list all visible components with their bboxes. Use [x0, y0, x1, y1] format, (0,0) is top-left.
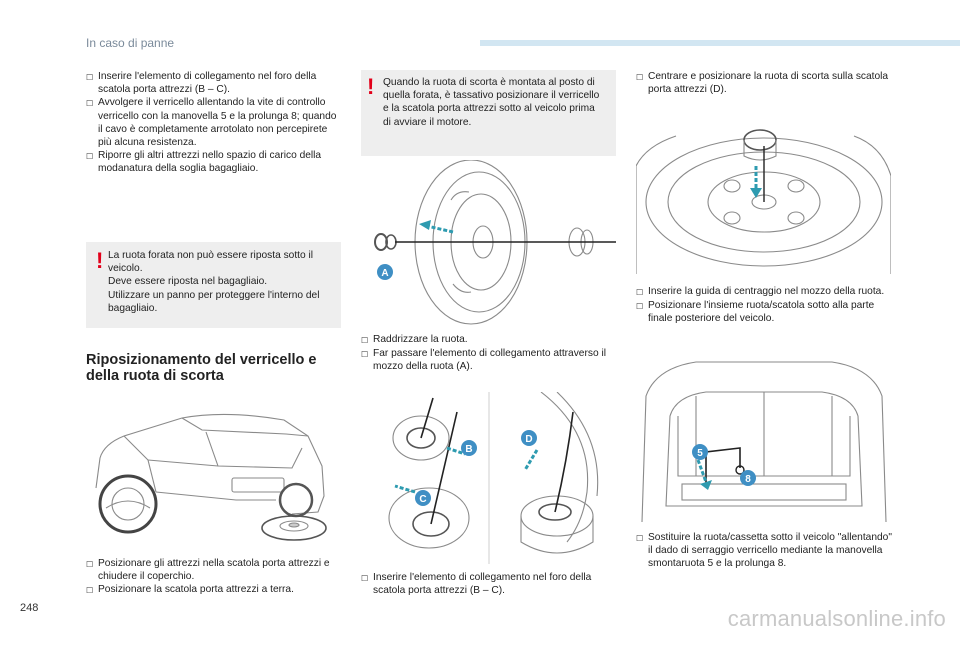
warning-icon: ! — [96, 248, 104, 273]
col2-bullets-bottom: ☐Inserire l'elemento di collegamento nel… — [361, 571, 617, 597]
bullet-marker-icon: ☐ — [361, 350, 369, 360]
bullet-item: ☐Far passare l'elemento di collegamento … — [361, 348, 606, 373]
bullet-item: ☐Posizionare l'insieme ruota/scatola sot… — [636, 300, 875, 325]
section-header: In caso di panne — [86, 36, 175, 50]
bullet-item: ☐Inserire la guida di centraggio nel moz… — [636, 285, 892, 299]
bullet-item: ☐Inserire l'elemento di collegamento nel… — [361, 572, 592, 597]
page-number: 248 — [20, 602, 39, 614]
bullet-item: ☐Sostituire la ruota/cassetta sotto il v… — [636, 532, 892, 570]
col2-bullets-mid: ☐Raddrizzare la ruota. ☐Far passare l'el… — [361, 333, 617, 374]
watermark: carmanualsonline.info — [727, 606, 946, 631]
bullet-marker-icon: ☐ — [636, 534, 644, 543]
header-bar — [480, 40, 960, 46]
figure-label-a: A — [381, 268, 388, 279]
col3-bullets-bottom: ☐Sostituire la ruota/cassetta sotto il v… — [636, 531, 892, 571]
wheel-hub-figure: A — [361, 160, 616, 325]
col1-bullets-top: ☐Inserire l'elemento di collegamento nel… — [86, 70, 342, 176]
bullet-item: ☐Posizionare gli attrezzi nella scatola … — [86, 558, 330, 583]
bullet-marker-icon: ☐ — [86, 73, 94, 82]
bullet-marker-icon: ☐ — [86, 152, 94, 162]
warning-box: ! Quando la ruota di scorta è montata al… — [361, 70, 616, 156]
bullet-marker-icon: ☐ — [86, 99, 94, 109]
figure-label-d: D — [525, 434, 532, 445]
spare-wheel-well-figure — [636, 106, 891, 274]
trunk-crank-figure: 5 8 — [636, 356, 891, 522]
figure-label-b: B — [465, 444, 472, 455]
bullet-marker-icon: ☐ — [636, 73, 644, 82]
bullet-item: ☐Inserire l'elemento di collegamento nel… — [86, 71, 317, 96]
section-heading: Riposizionamento del verricello e della … — [86, 352, 317, 384]
bullet-item: ☐Riporre gli altri attrezzi nello spazio… — [86, 150, 322, 175]
bullet-marker-icon: ☐ — [361, 336, 369, 345]
bullet-item: ☐Avvolgere il verricello allentando la v… — [86, 97, 337, 149]
bullet-item: ☐Posizionare la scatola porta attrezzi a… — [86, 583, 342, 597]
bullet-marker-icon: ☐ — [86, 586, 94, 596]
bullet-marker-icon: ☐ — [636, 302, 644, 312]
tool-box-figure: B C D — [361, 392, 616, 564]
figure-label-8: 8 — [745, 474, 751, 485]
bullet-marker-icon: ☐ — [636, 288, 644, 297]
bullet-item: ☐Centrare e posizionare la ruota di scor… — [636, 71, 889, 96]
bullet-marker-icon: ☐ — [86, 560, 94, 569]
col3-bullets-top: ☐Centrare e posizionare la ruota di scor… — [636, 70, 892, 96]
bullet-item: ☐Raddrizzare la ruota. — [361, 333, 617, 347]
warning-icon: ! — [367, 74, 375, 99]
col3-bullets-mid: ☐Inserire la guida di centraggio nel moz… — [636, 285, 892, 326]
bullet-marker-icon: ☐ — [361, 574, 369, 583]
warning-box: ! La ruota forata non può essere riposta… — [86, 242, 341, 328]
car-spare-wheel-figure — [86, 396, 341, 548]
col1-bullets-bottom: ☐Posizionare gli attrezzi nella scatola … — [86, 557, 342, 598]
figure-label-5: 5 — [697, 448, 703, 459]
figure-label-c: C — [419, 494, 426, 505]
